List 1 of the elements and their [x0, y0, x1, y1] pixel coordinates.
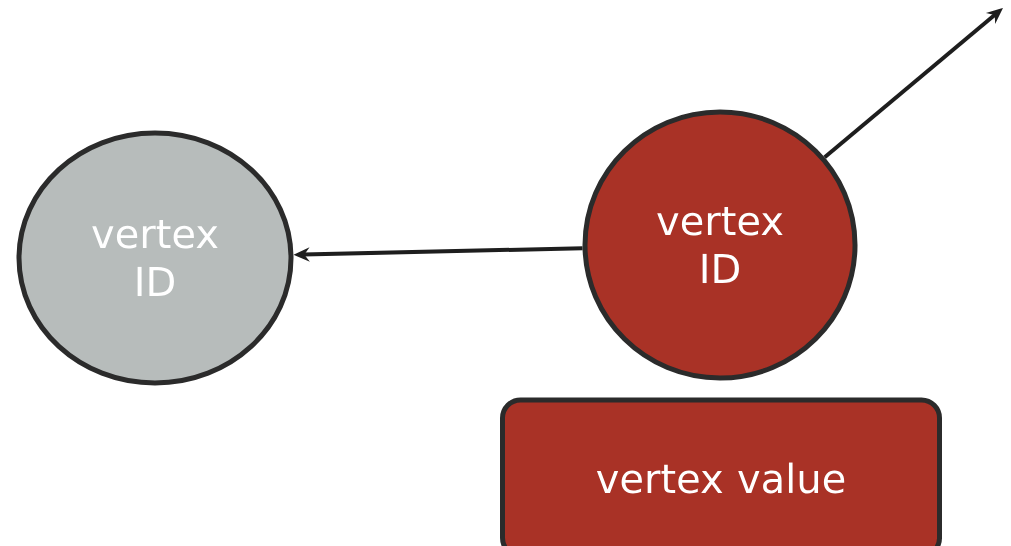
value-box: vertex value: [500, 397, 942, 546]
